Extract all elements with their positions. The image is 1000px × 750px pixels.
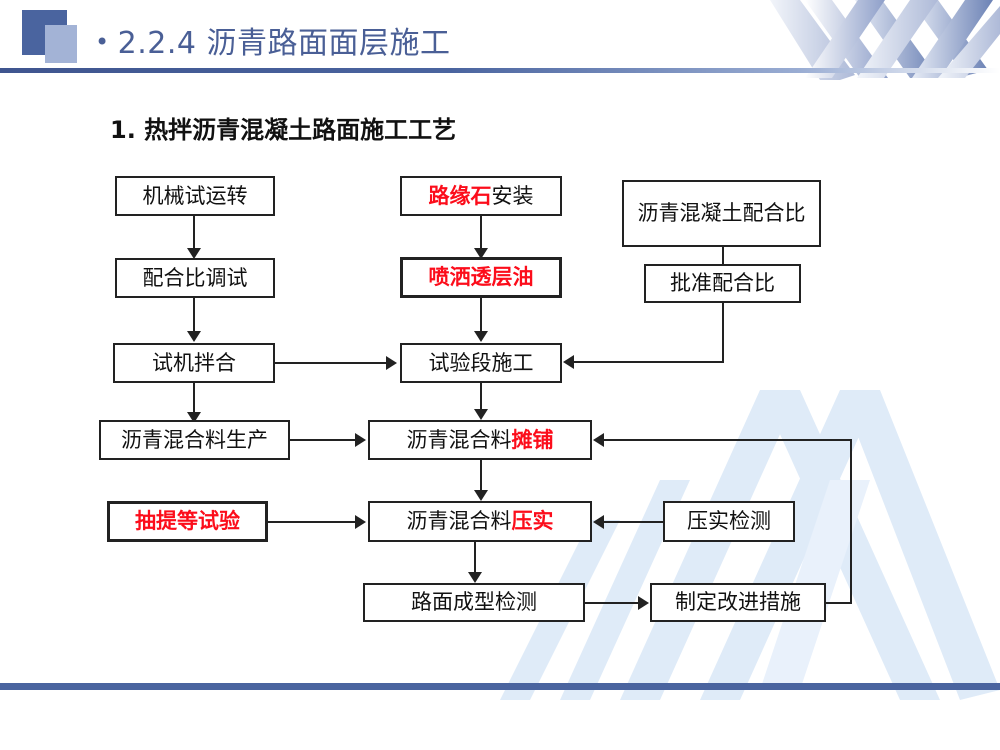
header-square-light (45, 25, 77, 63)
title-bullet-icon: • (95, 28, 110, 56)
flow-node-jixieshiyunzhuan[interactable]: 机械试运转 (115, 176, 275, 216)
flow-node-label: 压实检测 (687, 509, 771, 534)
connector-n9-n10 (480, 460, 482, 496)
connector-n5-n10 (268, 521, 358, 523)
arrowhead-n11-n15 (638, 596, 649, 610)
flow-node-label: 抽提等试验 (135, 509, 240, 534)
arrowhead-n5-n10 (355, 515, 366, 529)
flow-node-label-red: 摊铺 (511, 427, 554, 452)
flow-node-chutidengshiyan[interactable]: 抽提等试验 (107, 501, 268, 542)
header-divider (0, 68, 1000, 73)
arrowhead-n6-n7 (474, 248, 488, 259)
connector-n15-n9-right (826, 602, 852, 604)
flow-node-lumianchengxingjiance[interactable]: 路面成型检测 (363, 583, 585, 622)
connector-n4-n9 (290, 439, 358, 441)
connector-n2-n3 (193, 297, 195, 339)
flow-node-label: 喷洒透层油 (428, 265, 534, 290)
arrowhead-n2-n3 (187, 331, 201, 342)
arrowhead-n15-n9 (593, 433, 604, 447)
flow-node-label-red: 路缘石 (428, 183, 492, 208)
flow-node-luyuanshianzhuang[interactable]: 路缘石安装 (400, 176, 562, 216)
arrowhead-n3-n8 (386, 356, 397, 370)
arrowhead-n8-n9 (474, 409, 488, 420)
arrowhead-n4-n9 (355, 433, 366, 447)
flow-node-label: 沥青混合料 (406, 427, 512, 452)
flow-node-liqinghunheliaoshengchan[interactable]: 沥青混合料生产 (99, 420, 290, 460)
connector-n11-n15 (585, 602, 640, 604)
flow-node-label-red: 压实 (511, 509, 554, 534)
connector-n3-n8 (275, 362, 390, 364)
arrowhead-n1-n2 (187, 248, 201, 259)
flow-node-label: 安装 (491, 183, 534, 208)
flow-node-label: 批准配合比 (670, 271, 775, 296)
flow-node-label: 沥青混凝土配合比 (637, 201, 806, 226)
flow-node-pizhunpeihebi[interactable]: 批准配合比 (644, 264, 801, 303)
flow-node-label: 试机拌合 (152, 350, 236, 375)
flow-node-penasatouceng[interactable]: 喷洒透层油 (400, 257, 562, 298)
connector-n12-n13 (722, 247, 724, 275)
connector-n10-n11 (474, 542, 476, 580)
connector-n6-n7 (480, 215, 482, 255)
flow-node-zhidinggaijincuoshi[interactable]: 制定改进措施 (650, 583, 826, 622)
footer-divider (0, 683, 1000, 690)
arrowhead-n9-n10 (474, 490, 488, 501)
section-subtitle: 1. 热拌沥青混凝土路面施工工艺 (110, 116, 457, 144)
connector-n7-n8 (480, 297, 482, 339)
arrowhead-n10-n11 (468, 572, 482, 583)
flow-node-label: 机械试运转 (142, 183, 248, 208)
arrowhead-n3-n4 (187, 412, 201, 423)
arrowhead-n14-n10 (593, 515, 604, 529)
flow-node-label: 沥青混合料 (406, 509, 512, 534)
flow-node-shijibanhe[interactable]: 试机拌合 (113, 343, 275, 383)
flow-node-label: 路面成型检测 (411, 590, 537, 615)
connector-n15-n9-vertical (850, 439, 852, 603)
flow-node-label: 试验段施工 (428, 350, 534, 375)
arrowhead-n13-n8 (563, 355, 574, 369)
flow-node-liqinghunningtupeihebi[interactable]: 沥青混凝土配合比 (622, 180, 821, 247)
connector-n13-n8-horizontal (574, 361, 724, 363)
connector-n3-n4 (193, 383, 195, 423)
page-title-text: 2.2.4 沥青路面面层施工 (117, 26, 451, 61)
connector-n1-n2 (193, 215, 195, 255)
connector-n8-n9 (480, 383, 482, 417)
flow-node-yashijiance[interactable]: 压实检测 (663, 501, 795, 542)
connector-n14-n10 (604, 521, 664, 523)
flow-node-label: 配合比调试 (142, 265, 248, 290)
page-title: •2.2.4 沥青路面面层施工 (95, 18, 451, 62)
connector-n15-n9-horizontal (604, 439, 852, 441)
connector-n13-n8-vertical (722, 303, 724, 362)
arrowhead-n7-n8 (474, 331, 488, 342)
flow-node-liqinghunheliaoyashi[interactable]: 沥青混合料压实 (368, 501, 592, 542)
flow-node-peihebitiaoshi[interactable]: 配合比调试 (115, 258, 275, 298)
flow-node-label: 制定改进措施 (675, 590, 801, 615)
flow-node-liqinghunheliaotanpu[interactable]: 沥青混合料摊铺 (368, 420, 592, 460)
flow-node-label: 沥青混合料生产 (121, 427, 268, 452)
flow-node-shiyanduanshigong[interactable]: 试验段施工 (400, 343, 562, 383)
